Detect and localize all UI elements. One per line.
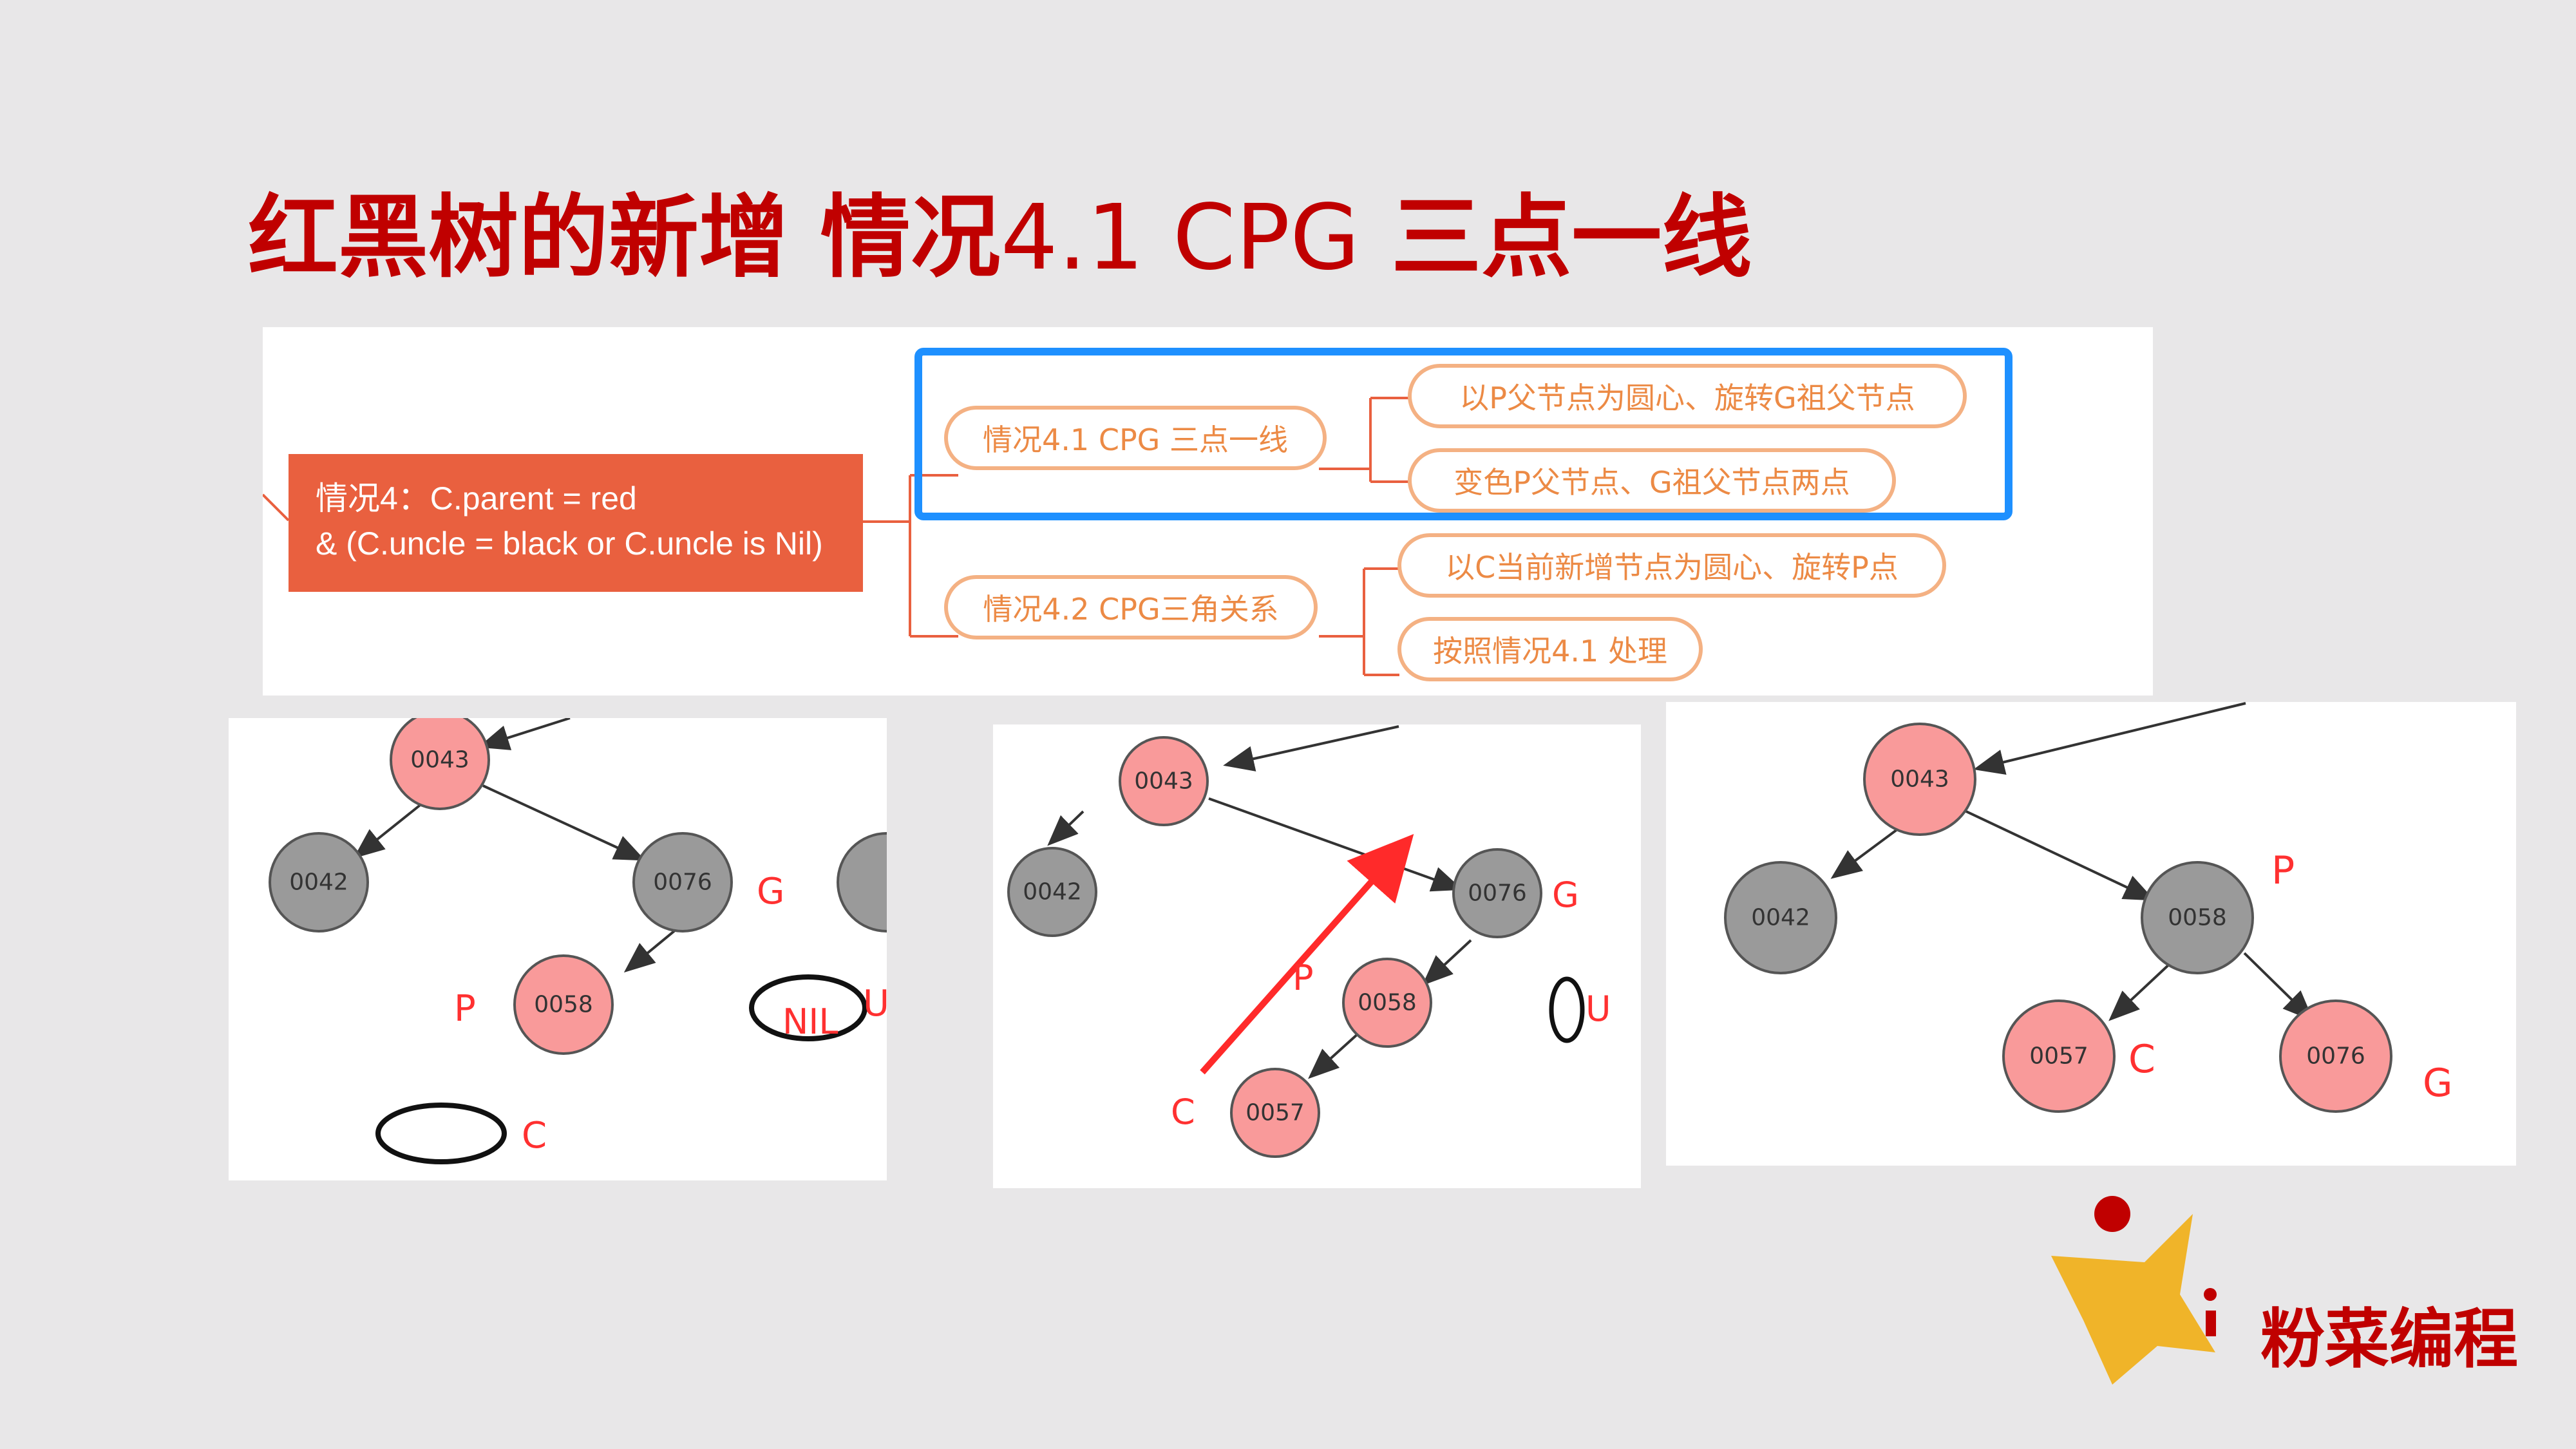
label-P: P	[2271, 848, 2295, 893]
case42-step2-node: 按照情况4.1 处理	[1397, 617, 1703, 681]
svg-text:0057: 0057	[1245, 1100, 1305, 1126]
node-0058: 0058	[2141, 861, 2254, 974]
node-0057: 0057	[1230, 1068, 1320, 1158]
label-U: U	[1586, 989, 1611, 1029]
case41-step1-node: 以P父节点为圆心、旋转G祖父节点	[1408, 364, 1967, 428]
svg-text:0043: 0043	[1134, 768, 1193, 795]
case42-step1-node: 以C当前新增节点为圆心、旋转P点	[1397, 533, 1946, 598]
brand-logo-icon	[2051, 1196, 2217, 1385]
node-0042: 0042	[1724, 861, 1837, 974]
label-G: G	[2423, 1061, 2453, 1106]
mindmap-connectors	[263, 397, 1409, 676]
svg-text:0057: 0057	[2029, 1043, 2088, 1070]
child-placeholder-ellipse	[375, 1103, 507, 1164]
case41-node: 情况4.1 CPG 三点一线	[944, 406, 1327, 470]
title-main: 红黑树的新增 情况	[248, 185, 1001, 290]
brand-name: 粉菜编程	[2260, 1302, 2518, 1377]
tree-panel-after: 0043 0042 0058 0057 0076 P C G	[1666, 702, 2516, 1166]
node-0058: 0058	[513, 954, 614, 1055]
node-0043: 0043	[1119, 736, 1209, 826]
case41-step2-node: 变色P父节点、G祖父节点两点	[1408, 448, 1896, 513]
case4-root-node: 情况4：C.parent = red & (C.uncle = black or…	[289, 454, 863, 592]
node-0043: 0043	[1863, 723, 1976, 836]
svg-text:0043: 0043	[1890, 766, 1949, 793]
svg-text:0076: 0076	[2306, 1043, 2365, 1070]
node-0076: 0076	[2279, 999, 2392, 1113]
svg-text:0042: 0042	[1751, 905, 1810, 931]
svg-text:0058: 0058	[534, 992, 593, 1018]
label-C: C	[522, 1115, 547, 1157]
label-G: G	[1552, 875, 1579, 915]
svg-text:0042: 0042	[289, 869, 348, 896]
label-G: G	[757, 871, 784, 913]
label-C: C	[1171, 1092, 1195, 1132]
slide-title: 红黑树的新增 情况4.1 CPG 三点一线	[248, 180, 1752, 296]
tree-panel-insert: 0043 0042 0076 0058 0057 G P U C	[993, 724, 1641, 1188]
svg-text:0076: 0076	[1468, 880, 1527, 907]
partial-node	[837, 832, 887, 933]
case41-highlight-box	[914, 348, 2012, 520]
label-P: P	[1293, 958, 1314, 998]
node-0043: 0043	[390, 718, 490, 810]
case4-line1: 情况4：C.parent = red	[316, 480, 637, 516]
tree-panel-before: 0043 0042 0076 0058 G P U NIL C	[229, 718, 887, 1180]
label-U: U	[863, 983, 887, 1025]
case4-line2: & (C.uncle = black or C.uncle is Nil)	[316, 526, 823, 562]
svg-text:0076: 0076	[653, 869, 712, 896]
node-0057: 0057	[2002, 999, 2116, 1113]
svg-text:0042: 0042	[1023, 879, 1082, 905]
uncle-nil-ellipse	[749, 974, 867, 1041]
node-0058: 0058	[1342, 958, 1432, 1048]
label-NIL: NIL	[782, 1001, 838, 1042]
title-cpg: 4.1 CPG	[1000, 185, 1360, 290]
node-0076: 0076	[1452, 848, 1542, 938]
label-C: C	[2128, 1037, 2155, 1082]
direction-arrow	[1200, 834, 1414, 1075]
svg-text:0058: 0058	[1358, 990, 1417, 1016]
case42-node: 情况4.2 CPG三角关系	[944, 575, 1318, 639]
node-0042: 0042	[1007, 847, 1097, 937]
label-P: P	[454, 988, 476, 1030]
node-0076: 0076	[632, 832, 733, 933]
svg-text:0043: 0043	[410, 747, 469, 773]
uncle-placeholder-ellipse	[1549, 976, 1585, 1043]
node-0042: 0042	[269, 832, 369, 933]
title-tail: 三点一线	[1359, 185, 1752, 290]
svg-text:0058: 0058	[2168, 905, 2227, 931]
